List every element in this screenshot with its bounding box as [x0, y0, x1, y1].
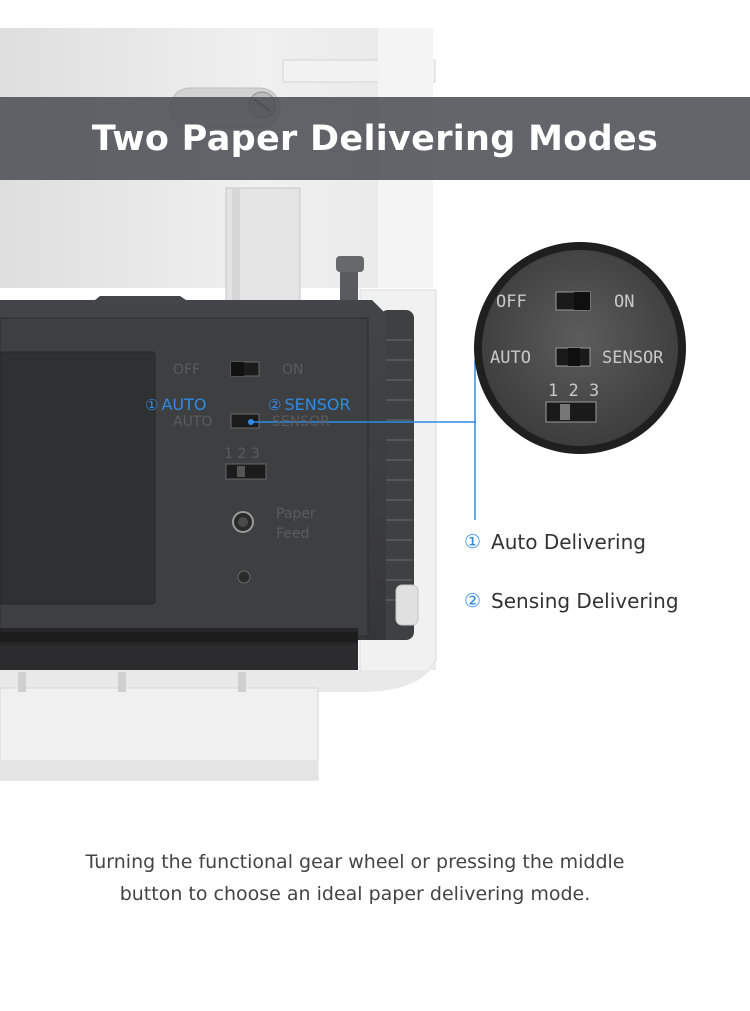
legend-item-sensing: ② Sensing Delivering — [464, 589, 679, 613]
legend-auto-number: ① — [464, 531, 482, 553]
device-switch-numbers: 1 2 3 — [224, 446, 260, 462]
device-auto-label: AUTO — [173, 414, 213, 430]
legend-auto-text: Auto Delivering — [491, 530, 646, 554]
title-banner: Two Paper Delivering Modes — [0, 97, 750, 180]
device-on-label: ON — [282, 362, 304, 378]
zoom-auto-label: AUTO — [490, 348, 531, 368]
page-title: Two Paper Delivering Modes — [91, 118, 659, 159]
legend-sensing-text: Sensing Delivering — [491, 589, 679, 613]
zoom-off-label: OFF — [496, 292, 527, 312]
overlay-auto-text: AUTO — [161, 395, 207, 414]
overlay-auto-number: ① — [145, 396, 159, 414]
zoom-on-label: ON — [614, 292, 635, 312]
caption-line-1: Turning the functional gear wheel or pre… — [85, 851, 625, 873]
zoom-switch-numbers: 1 2 3 — [548, 381, 600, 401]
device-feed-label: Feed — [276, 526, 310, 542]
caption-line-2: button to choose an ideal paper deliveri… — [119, 883, 591, 905]
device-off-label: OFF — [173, 362, 201, 378]
caption: Turning the functional gear wheel or pre… — [0, 846, 710, 910]
device-sensor-label: SENSOR — [272, 414, 330, 430]
zoom-sensor-label: SENSOR — [602, 348, 664, 368]
legend-item-auto: ① Auto Delivering — [464, 530, 646, 554]
legend-sensing-number: ② — [464, 590, 482, 612]
device-paper-label: Paper — [276, 506, 316, 522]
overlay-sensor-number: ② — [268, 396, 282, 414]
overlay-sensor-text: SENSOR — [284, 395, 351, 414]
